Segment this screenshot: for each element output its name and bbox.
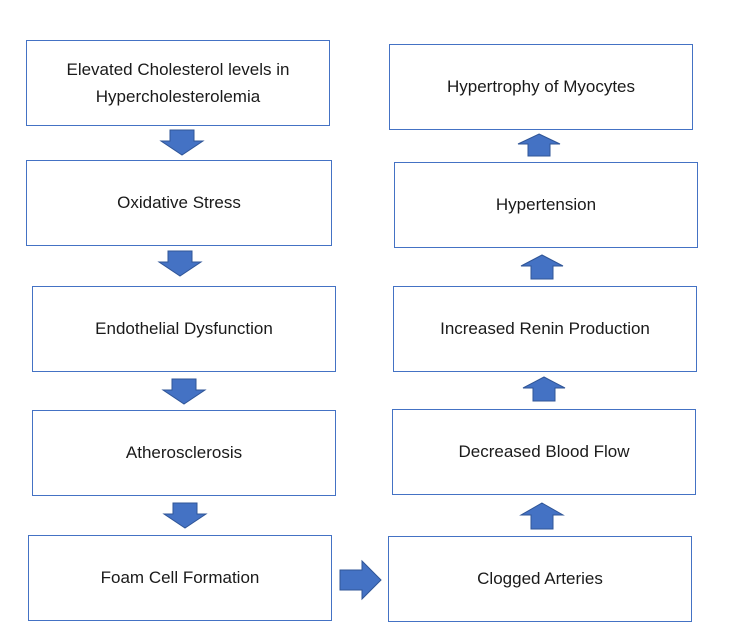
- box-label: Clogged Arteries: [477, 569, 603, 589]
- box-clogged-arteries: Clogged Arteries: [388, 536, 692, 622]
- arrow-up-icon: [520, 254, 564, 280]
- box-label: Oxidative Stress: [117, 193, 241, 213]
- box-label: Hypertension: [495, 195, 597, 215]
- box-label: Hypertrophy of Myocytes: [446, 77, 635, 97]
- box-elevated-cholesterol: Elevated Cholesterol levels in Hyperchol…: [26, 40, 330, 126]
- arrow-down-icon: [161, 378, 207, 405]
- box-label: Foam Cell Formation: [100, 568, 260, 588]
- arrow-up-icon: [519, 502, 565, 530]
- box-increased-renin-production: Increased Renin Production: [393, 286, 697, 372]
- box-atherosclerosis: Atherosclerosis: [32, 410, 336, 496]
- box-label: Endothelial Dysfunction: [95, 319, 273, 339]
- box-label: Increased Renin Production: [440, 319, 650, 339]
- box-label: Atherosclerosis: [125, 443, 243, 463]
- box-decreased-blood-flow: Decreased Blood Flow: [392, 409, 696, 495]
- box-hypertrophy-of-myocytes: Hypertrophy of Myocytes: [389, 44, 693, 130]
- box-endothelial-dysfunction: Endothelial Dysfunction: [32, 286, 336, 372]
- arrow-down-icon: [157, 250, 203, 277]
- arrow-down-icon: [162, 502, 208, 529]
- arrow-down-icon: [159, 129, 205, 156]
- box-label: Decreased Blood Flow: [458, 442, 630, 462]
- arrow-right-icon: [339, 559, 382, 601]
- box-hypertension: Hypertension: [394, 162, 698, 248]
- arrow-up-icon: [517, 133, 561, 157]
- box-oxidative-stress: Oxidative Stress: [26, 160, 332, 246]
- box-label-line: Elevated Cholesterol levels in: [66, 59, 290, 79]
- box-foam-cell-formation: Foam Cell Formation: [28, 535, 332, 621]
- arrow-up-icon: [522, 376, 566, 402]
- box-label-line: Hypercholesterolemia: [95, 87, 261, 106]
